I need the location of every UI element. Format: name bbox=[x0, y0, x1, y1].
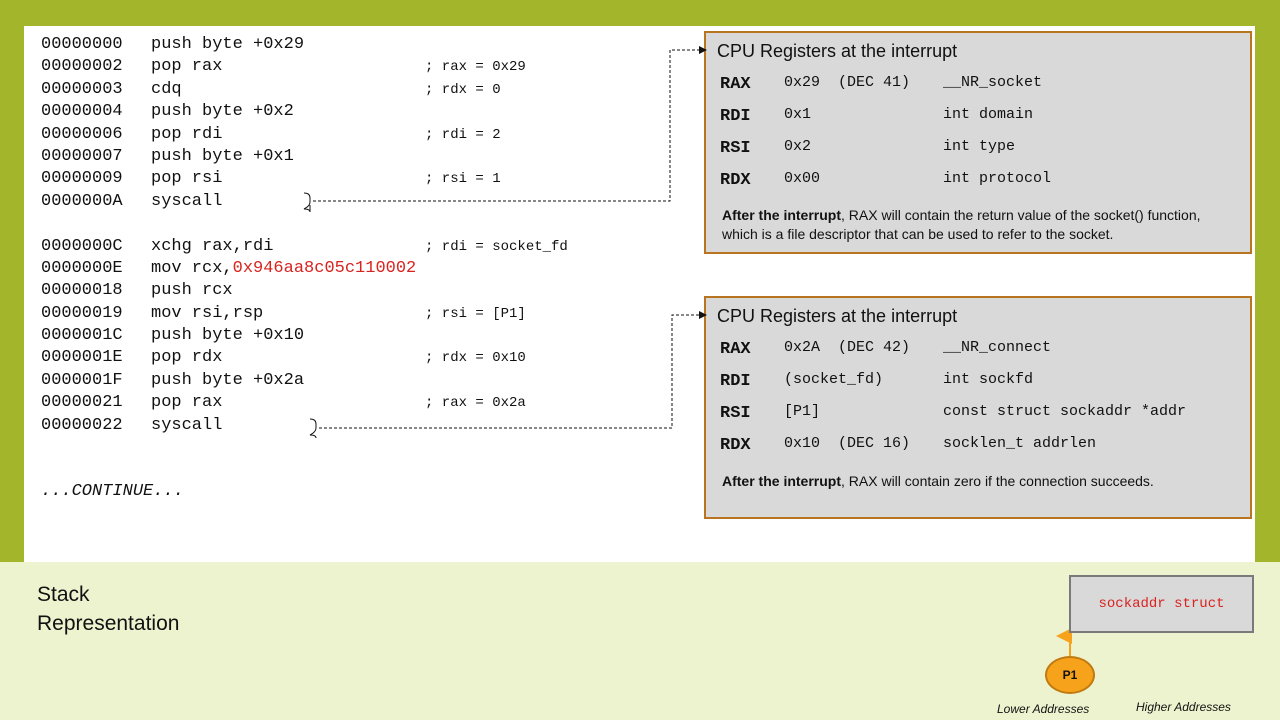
asm-address: 00000006 bbox=[41, 124, 123, 144]
register-description: int domain bbox=[943, 106, 1034, 123]
asm-address: 0000001C bbox=[41, 326, 123, 346]
asm-address: 00000000 bbox=[41, 35, 123, 54]
asm-address: 00000002 bbox=[41, 57, 123, 77]
asm-address: 00000004 bbox=[41, 102, 123, 122]
asm-comment: ; rsi = [P1] bbox=[425, 305, 526, 322]
interrupt-note: After the interrupt, RAX will contain ze… bbox=[722, 472, 1212, 491]
asm-instruction: push byte +0x2 bbox=[151, 102, 294, 122]
asm-instruction: syscall bbox=[151, 415, 223, 435]
asm-address: 00000003 bbox=[41, 79, 123, 99]
asm-comment: ; rax = 0x29 bbox=[425, 59, 526, 76]
asm-instruction: push byte +0x10 bbox=[151, 326, 305, 346]
asm-instruction: mov rsi,rsp bbox=[151, 303, 264, 323]
asm-address: 00000007 bbox=[41, 146, 123, 166]
registers-box-socket: CPU Registers at the interrupt RAX 0x29 … bbox=[704, 31, 1252, 254]
interrupt-note: After the interrupt, RAX will contain th… bbox=[722, 206, 1212, 244]
register-name: RDX bbox=[720, 171, 751, 190]
note-text: , RAX will contain zero if the connectio… bbox=[841, 473, 1154, 489]
asm-instruction: syscall bbox=[151, 191, 223, 211]
asm-address: 0000000A bbox=[41, 191, 123, 211]
registers-box-connect: CPU Registers at the interrupt RAX 0x2A … bbox=[704, 296, 1252, 519]
asm-highlighted-value: 0x946aa8c05c110002 bbox=[232, 258, 417, 278]
asm-address: 0000000E bbox=[41, 258, 123, 278]
asm-instruction: push byte +0x29 bbox=[151, 35, 305, 54]
register-name: RDI bbox=[720, 372, 751, 391]
register-name: RSI bbox=[720, 404, 751, 423]
continue-text: ...CONTINUE... bbox=[41, 482, 184, 502]
asm-address: 0000001F bbox=[41, 370, 123, 390]
register-description: int protocol bbox=[943, 170, 1052, 187]
asm-comment: ; rdi = 2 bbox=[425, 126, 501, 143]
asm-address: 00000009 bbox=[41, 169, 123, 189]
asm-instruction-text: mov rcx, bbox=[151, 258, 233, 278]
register-value: 0x29 (DEC 41) bbox=[784, 74, 911, 91]
note-emphasis: After the interrupt bbox=[722, 473, 841, 489]
asm-instruction: pop rdx bbox=[151, 348, 223, 368]
register-value: [P1] bbox=[784, 403, 821, 420]
register-value: 0x10 (DEC 16) bbox=[784, 435, 911, 452]
asm-comment: ; rdi = socket_fd bbox=[425, 238, 568, 255]
asm-instruction: pop rax bbox=[151, 393, 223, 413]
note-emphasis: After the interrupt bbox=[722, 207, 841, 223]
asm-address: 0000000C bbox=[41, 236, 123, 256]
register-value: 0x00 bbox=[784, 170, 821, 187]
asm-instruction: push byte +0x2a bbox=[151, 370, 305, 390]
asm-instruction: xchg rax,rdi bbox=[151, 236, 274, 256]
register-name: RAX bbox=[720, 340, 751, 359]
asm-instruction: push byte +0x1 bbox=[151, 146, 294, 166]
asm-address: 0000001E bbox=[41, 348, 123, 368]
register-value: 0x2A (DEC 42) bbox=[784, 339, 911, 356]
asm-instruction: pop rsi bbox=[151, 169, 223, 189]
register-description: socklen_t addrlen bbox=[943, 435, 1097, 452]
pointer-p1: P1 bbox=[1045, 656, 1095, 694]
register-description: __NR_connect bbox=[943, 339, 1052, 356]
asm-instruction: push rcx bbox=[151, 281, 233, 301]
lower-addresses-label: Lower Addresses bbox=[997, 702, 1090, 716]
stack-title-line: Stack bbox=[37, 583, 90, 606]
box-title: CPU Registers at the interrupt bbox=[717, 306, 958, 326]
register-value: 0x1 bbox=[784, 106, 812, 123]
asm-comment: ; rsi = 1 bbox=[425, 171, 501, 188]
asm-comment: ; rdx = 0 bbox=[425, 81, 501, 98]
register-name: RSI bbox=[720, 139, 751, 158]
box-title: CPU Registers at the interrupt bbox=[717, 41, 958, 61]
register-name: RDX bbox=[720, 436, 751, 455]
asm-instruction: pop rdi bbox=[151, 124, 223, 144]
higher-addresses-label: Higher Addresses bbox=[1136, 700, 1231, 714]
asm-address: 00000019 bbox=[41, 303, 123, 323]
asm-comment: ; rax = 0x2a bbox=[425, 395, 526, 412]
register-name: RAX bbox=[720, 75, 751, 94]
register-description: const struct sockaddr *addr bbox=[943, 403, 1187, 420]
asm-address: 00000022 bbox=[41, 415, 123, 435]
register-value: 0x2 bbox=[784, 138, 812, 155]
stack-title-line: Representation bbox=[37, 612, 180, 635]
asm-address: 00000021 bbox=[41, 393, 123, 413]
register-description: __NR_socket bbox=[943, 74, 1043, 91]
asm-instruction: cdq bbox=[151, 79, 182, 99]
stack-title: Stack Representation bbox=[37, 580, 179, 638]
register-description: int type bbox=[943, 138, 1016, 155]
asm-address: 00000018 bbox=[41, 281, 123, 301]
asm-comment: ; rdx = 0x10 bbox=[425, 350, 526, 367]
register-description: int sockfd bbox=[943, 371, 1034, 388]
note-text: , RAX will contain the return value of t… bbox=[722, 207, 1201, 242]
register-value: (socket_fd) bbox=[784, 371, 884, 388]
asm-instruction: mov rcx,0x946aa8c05c110002 bbox=[151, 258, 416, 280]
asm-instruction: pop rax bbox=[151, 57, 223, 77]
register-name: RDI bbox=[720, 107, 751, 126]
sockaddr-struct-block: sockaddr struct bbox=[1069, 575, 1254, 633]
